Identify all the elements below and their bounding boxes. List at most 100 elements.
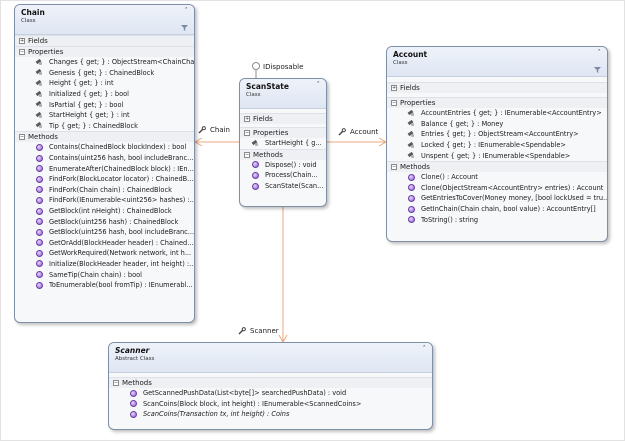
collapse-toggle-icon[interactable]: − — [19, 134, 25, 141]
member-row[interactable]: Initialized { get; } : bool — [15, 89, 194, 100]
member-row[interactable]: Tip { get; } : ChainedBlock — [15, 121, 194, 132]
class-header[interactable]: Account Class ˆ — [387, 47, 607, 77]
member-row[interactable]: ScanCoins(Block block, int height) : IEn… — [109, 399, 432, 410]
member-row[interactable]: FindFork(IEnumerable<uint256> hashes) :.… — [15, 195, 194, 206]
methods-section: −Methods Dispose() : void Process(Chain.… — [240, 148, 326, 192]
class-header[interactable]: Scanner Abstract Class ˆ — [109, 343, 432, 373]
fields-section-header[interactable]: +Fields — [15, 35, 194, 46]
collapse-chevron-icon[interactable]: ˆ — [316, 81, 321, 89]
member-row[interactable]: FindFork(BlockLocator locator) : Chained… — [15, 174, 194, 185]
member-row[interactable]: ToString() : string — [387, 214, 607, 225]
member-row[interactable]: GetEntriesToCover(Money money, [bool loc… — [387, 193, 607, 204]
section-title: Fields — [253, 115, 273, 123]
class-box-scanner[interactable]: Scanner Abstract Class ˆ −Methods GetSca… — [108, 342, 433, 430]
member-row[interactable]: Clone(ObjectStream<AccountEntry> entries… — [387, 183, 607, 194]
member-row[interactable]: Entries { get; } : ObjectStream<AccountE… — [387, 129, 607, 140]
member-row[interactable]: GetOrAdd(BlockHeader header) : Chained..… — [15, 238, 194, 249]
class-kind: Abstract Class — [115, 356, 155, 362]
association-label-scanner: Scanner — [238, 327, 279, 335]
methods-section-header[interactable]: −Methods — [109, 377, 432, 388]
member-row[interactable]: ScanState(Scan... — [240, 181, 326, 192]
methods-section-header[interactable]: −Methods — [387, 160, 607, 172]
member-row[interactable]: Process(Chain... — [240, 170, 326, 181]
properties-section-header[interactable]: −Properties — [387, 97, 607, 108]
member-text: GetBlock(int nHeight) : ChainedBlock — [49, 207, 172, 216]
methods-section-header[interactable]: −Methods — [15, 131, 194, 143]
member-text: Changes { get; } : ObjectStream<ChainCha… — [49, 58, 194, 67]
collapse-toggle-icon[interactable]: − — [113, 380, 119, 386]
collapse-toggle-icon[interactable]: − — [244, 151, 250, 158]
member-text: FindFork(Chain chain) : ChainedBlock — [49, 185, 172, 194]
member-row[interactable]: GetWorkRequired(Network network, int h..… — [15, 248, 194, 259]
class-box-chain[interactable]: Chain Class ˆ +Fields −Properties Change… — [14, 4, 195, 323]
member-row[interactable]: EnumerateAfter(ChainedBlock block) : IEn… — [15, 163, 194, 174]
member-row[interactable]: GetBlock(uint256 hash) : ChainedBlock — [15, 216, 194, 227]
method-icon — [252, 171, 259, 179]
member-row[interactable]: StartHeight { get; } : int — [15, 110, 194, 121]
member-row[interactable]: Changes { get; } : ObjectStream<ChainCha… — [15, 57, 194, 68]
collapse-chevron-icon[interactable]: ˆ — [184, 7, 189, 15]
class-box-scanstate[interactable]: ScanState Class ˆ +Fields −Properties St… — [239, 78, 327, 207]
member-row[interactable]: GetBlock(int nHeight) : ChainedBlock — [15, 206, 194, 217]
member-text: Unspent { get; } : IEnumerable<Spendable… — [421, 151, 571, 160]
methods-section-header[interactable]: −Methods — [240, 148, 326, 160]
member-row[interactable]: SameTip(Chain chain) : bool — [15, 269, 194, 280]
filter-icon[interactable] — [594, 67, 601, 73]
member-row[interactable]: Clone() : Account — [387, 172, 607, 183]
member-row[interactable]: IsPartial { get; } : bool — [15, 99, 194, 110]
collapse-chevron-icon[interactable]: ˆ — [597, 49, 602, 57]
member-row[interactable]: Contains(uint256 hash, bool includeBranc… — [15, 153, 194, 164]
member-row[interactable]: Balance { get; } : Money — [387, 119, 607, 130]
method-icon — [36, 249, 43, 257]
member-row[interactable]: GetInChain(Chain chain, bool value) : Ac… — [387, 204, 607, 215]
member-row[interactable]: Locked { get; } : IEnumerable<Spendable> — [387, 140, 607, 151]
section-title: Fields — [400, 84, 420, 92]
collapse-toggle-icon[interactable]: − — [391, 163, 397, 170]
expand-toggle-icon[interactable]: + — [244, 116, 250, 122]
member-row[interactable]: Initialize(BlockHeader header, int heigh… — [15, 259, 194, 270]
member-row[interactable]: Unspent { get; } : IEnumerable<Spendable… — [387, 150, 607, 161]
member-text: Contains(ChainedBlock blockIndex) : bool — [49, 143, 187, 152]
member-row[interactable]: Contains(ChainedBlock blockIndex) : bool — [15, 142, 194, 153]
properties-section-header[interactable]: −Properties — [15, 46, 194, 57]
collapse-toggle-icon[interactable]: − — [244, 130, 250, 136]
property-icon — [408, 110, 415, 117]
class-kind: Class — [393, 60, 408, 66]
method-icon — [36, 196, 43, 204]
collapse-toggle-icon[interactable]: − — [391, 100, 397, 106]
class-box-account[interactable]: Account Class ˆ +Fields −Properties Acco… — [386, 46, 608, 242]
section-title: Methods — [122, 379, 152, 387]
class-header[interactable]: Chain Class ˆ — [15, 5, 194, 35]
section-title: Methods — [253, 150, 283, 159]
fields-section-header[interactable]: +Fields — [240, 113, 326, 124]
class-name: ScanState — [246, 82, 289, 91]
method-icon — [36, 175, 43, 183]
collapse-toggle-icon[interactable]: − — [19, 49, 25, 55]
member-text: Height { get; } : int — [49, 79, 114, 88]
member-row[interactable]: Height { get; } : int — [15, 78, 194, 89]
expand-toggle-icon[interactable]: + — [19, 38, 25, 44]
member-row[interactable]: GetBlock(uint256 hash, bool includeBranc… — [15, 227, 194, 238]
member-text: ToString() : string — [421, 215, 479, 224]
expand-toggle-icon[interactable]: + — [391, 85, 397, 91]
member-row[interactable]: FindFork(Chain chain) : ChainedBlock — [15, 185, 194, 196]
member-row[interactable]: AccountEntries { get; } : IEnumerable<Ac… — [387, 108, 607, 119]
member-row[interactable]: ToEnumerable(bool fromTip) : IEnumerabl.… — [15, 280, 194, 291]
class-header[interactable]: ScanState Class ˆ — [240, 79, 326, 109]
property-icon — [408, 131, 415, 138]
member-text: Genesis { get; } : ChainedBlock — [49, 68, 155, 77]
member-row[interactable]: Dispose() : void — [240, 160, 326, 171]
member-row[interactable]: StartHeight { g... — [240, 138, 326, 149]
collapse-chevron-icon[interactable]: ˆ — [422, 345, 427, 353]
properties-section-header[interactable]: −Properties — [240, 127, 326, 138]
member-row[interactable]: GetScannedPushData(List<byte[]> searched… — [109, 388, 432, 399]
member-text: GetBlock(uint256 hash, bool includeBranc… — [49, 228, 194, 237]
fields-section-header[interactable]: +Fields — [387, 82, 607, 93]
method-icon — [36, 207, 43, 215]
member-row[interactable]: ScanCoins(Transaction tx, int height) : … — [109, 409, 432, 420]
member-text: GetWorkRequired(Network network, int h..… — [49, 249, 192, 258]
class-name: Scanner — [115, 346, 150, 355]
filter-icon[interactable] — [181, 25, 188, 31]
member-row[interactable]: Genesis { get; } : ChainedBlock — [15, 68, 194, 79]
